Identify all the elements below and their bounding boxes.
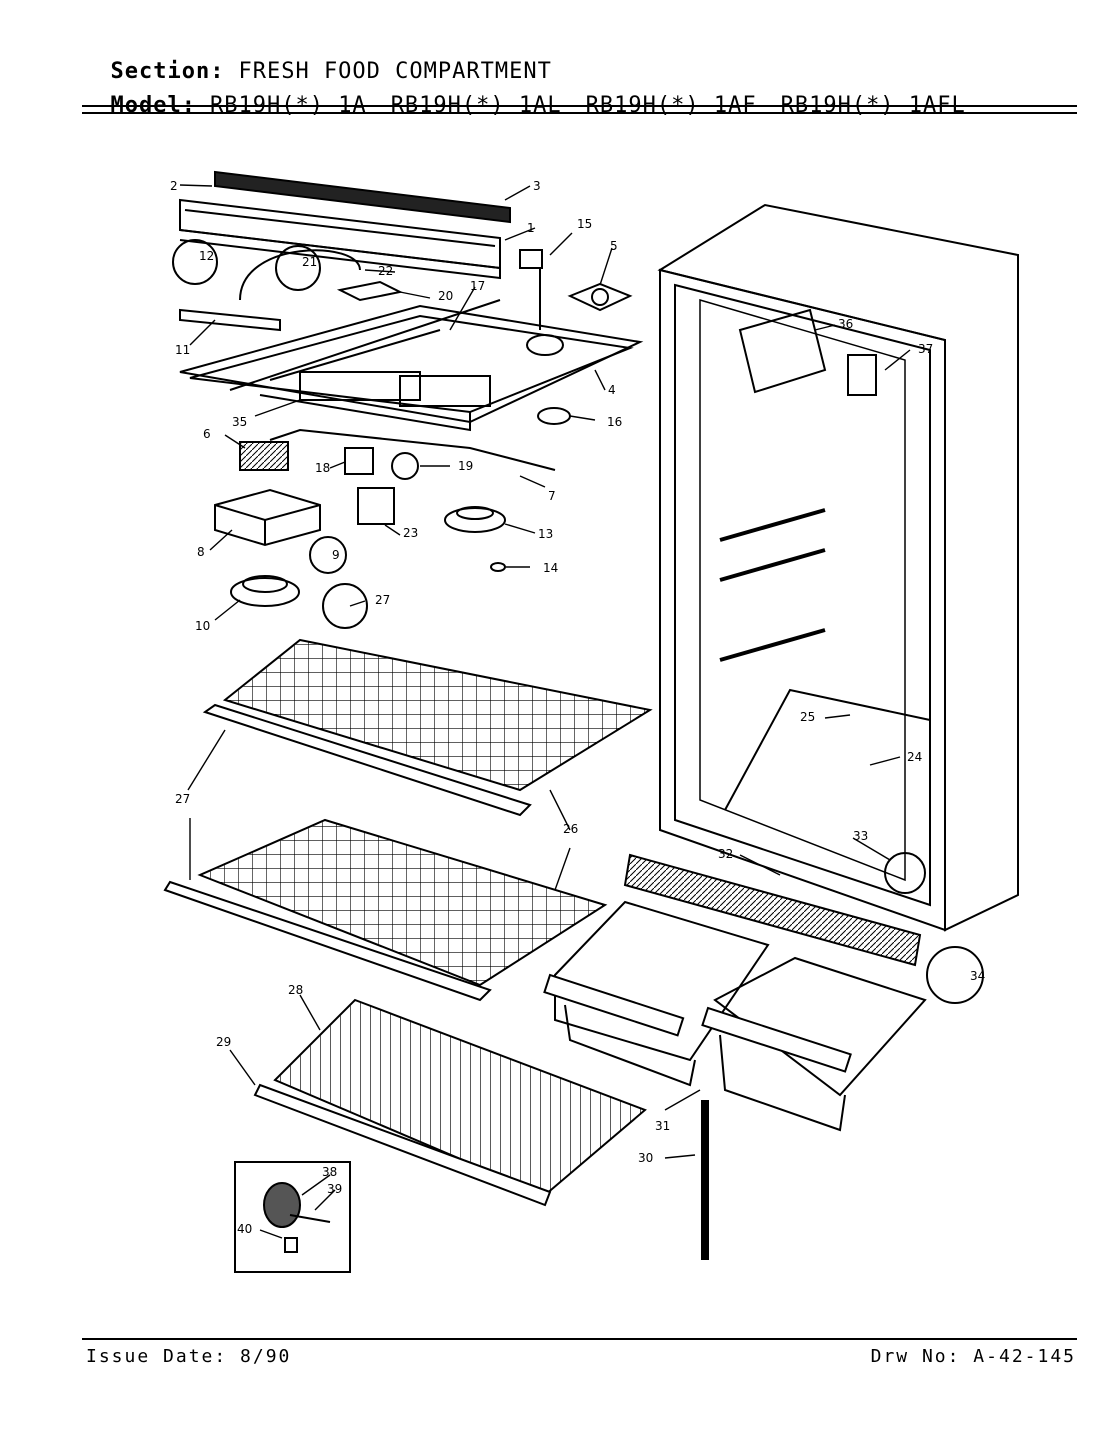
callout-label: 4 [608,383,616,397]
callout-label: 22 [378,264,393,278]
control-bracket [214,488,321,547]
lamp-socket-11 [179,308,281,332]
callout-label: 21 [302,255,317,269]
thermostat-shaft [519,249,564,356]
callout-label: 30 [638,1151,653,1165]
detail-circle-27 [322,583,368,629]
detail-circle-34 [926,946,984,1004]
callout-label: 31 [655,1119,670,1133]
axle-39 [289,1214,331,1223]
callout-label: 7 [548,489,556,503]
relay-part [357,487,395,525]
cover-plate-36 [738,308,827,394]
callout-label: 1 [527,221,535,235]
callout-label: 17 [470,279,485,293]
shelf-front-trim [202,703,532,817]
detail-circle-33 [884,852,926,894]
callout-label: 38 [322,1165,337,1179]
callout-label: 20 [438,289,453,303]
callout-label: 8 [197,545,205,559]
washer-14 [490,562,506,572]
detail-circle-21 [275,245,321,291]
drawing-number: Drw No: A-42-145 [870,1346,1076,1367]
callout-label: 26 [563,822,578,836]
callout-label: 14 [543,561,558,575]
fresh-food-liner [657,203,1019,932]
callout-label: 25 [800,710,815,724]
callout-label: 34 [970,969,985,983]
fan-part [567,282,633,312]
footer-rule [82,1338,1077,1340]
light-shield-assembly [179,170,511,280]
callout-label: 39 [327,1182,342,1196]
callout-label: 10 [195,619,210,633]
control-housing [179,299,644,432]
callout-label: 11 [175,343,190,357]
callout-label: 37 [918,342,933,356]
crisper-cover-shelf [253,998,647,1207]
roller-38 [263,1182,301,1228]
disc-part [537,407,571,425]
section-title: FRESH FOOD COMPARTMENT [238,59,552,84]
callout-label: 36 [838,317,853,331]
light-wiring [239,428,556,480]
callout-label: 40 [237,1222,252,1236]
wire-22 [239,249,361,301]
header-rule [82,112,1077,114]
callout-label: 35 [232,415,247,429]
knob-10 [230,577,300,607]
callout-label: 23 [403,526,418,540]
callout-label: 15 [577,217,592,231]
callout-label: 24 [907,750,922,764]
roller-detail-box [234,1161,351,1273]
wire-shelf-lower [197,818,608,987]
callout-label: 6 [203,427,211,441]
detail-circle-9 [309,536,347,574]
callout-label: 19 [458,459,473,473]
callout-label: 28 [288,983,303,997]
callout-label: 9 [332,548,340,562]
crisper-drawer-left [543,900,770,1087]
wire-shelf-upper [222,638,653,792]
header-rule [82,105,1077,107]
callout-label: 3 [533,179,541,193]
callout-labels: 1 2 3 4 5 6 7 8 9 10 11 12 13 14 15 16 1… [170,179,985,1236]
callout-label: 13 [538,527,553,541]
bracket-20 [336,280,404,302]
callout-label: 16 [607,415,622,429]
clip-40 [284,1237,298,1253]
crisper-drawer-right [701,956,927,1132]
detail-circle-12 [172,239,218,285]
callout-label: 2 [170,179,178,193]
callout-label: 29 [216,1035,231,1049]
callout-label: 32 [718,847,733,861]
callout-label: 5 [610,239,618,253]
callout-label: 33 [853,829,868,843]
callout-label: 27 [175,792,190,806]
callout-label: 12 [199,249,214,263]
callout-label: 27 [375,593,390,607]
section-line: Section: FRESH FOOD COMPARTMENT [82,34,552,84]
shelf-front-trim [163,880,492,1002]
issue-date: Issue Date: 8/90 [86,1346,292,1367]
toe-grille [623,853,922,967]
leader-lines [179,184,911,1239]
light-switch-37 [847,354,877,396]
section-label: Section: [110,59,225,84]
callout-label: 18 [315,461,330,475]
